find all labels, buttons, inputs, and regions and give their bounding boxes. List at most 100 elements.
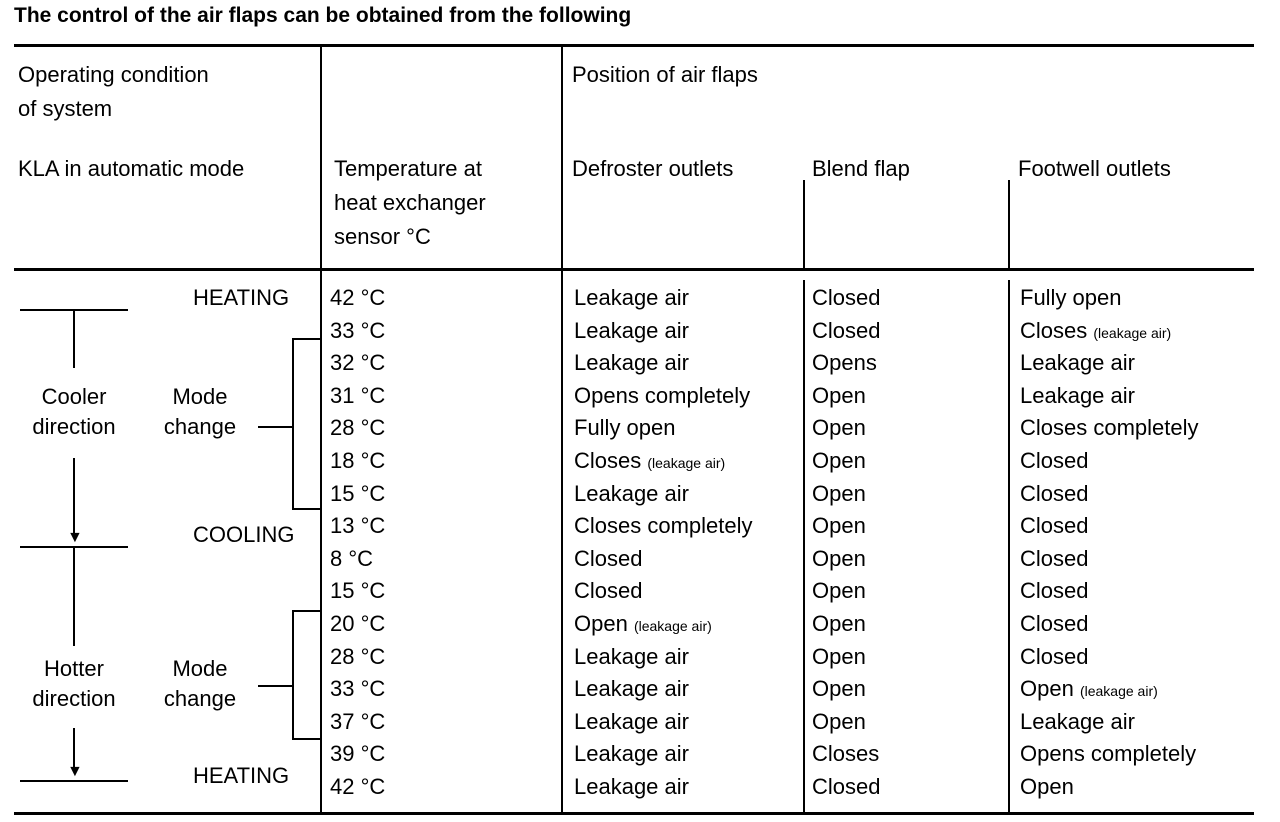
cell-defroster: Leakage air	[574, 643, 689, 671]
cell-blend: Open	[812, 382, 866, 410]
cell-blend-text: Open	[812, 513, 866, 538]
cell-footwell: Closed	[1020, 545, 1088, 573]
heating-bottom-line	[20, 780, 128, 782]
cell-footwell-text: Leakage air	[1020, 709, 1135, 734]
cell-temperature: 42 °C	[330, 773, 385, 801]
cell-temperature-text: 31 °C	[330, 383, 386, 408]
cell-defroster-text: Leakage air	[574, 644, 689, 669]
mode-change-cooler-connector	[258, 426, 294, 428]
mode-change-cooler-label: Mode change	[163, 384, 237, 439]
cell-blend-text: Open	[812, 676, 866, 701]
cell-footwell: Closed	[1020, 512, 1088, 540]
cell-footwell-text: Closed	[1020, 644, 1089, 669]
cell-temperature: 32 °C	[330, 349, 385, 377]
cell-temperature: 15 °C	[330, 577, 385, 605]
divider-footwell	[1008, 280, 1010, 812]
cell-temperature-text: 33 °C	[330, 676, 386, 701]
cell-footwell-text: Open	[1020, 774, 1074, 799]
cell-defroster: Closed	[574, 545, 642, 573]
cell-defroster: Opens completely	[574, 382, 750, 410]
cell-defroster-text: Leakage air	[574, 318, 689, 343]
cell-defroster: Leakage air	[574, 675, 689, 703]
cell-footwell-text: Closed	[1020, 546, 1089, 571]
cooler-arrow-head-icon: ▼	[67, 529, 83, 546]
cell-blend: Open	[812, 512, 866, 540]
cell-footwell: Closes (leakage air)	[1020, 317, 1171, 347]
cell-defroster: Closes (leakage air)	[574, 447, 725, 477]
cell-temperature-text: 39 °C	[330, 741, 386, 766]
cell-temperature-text: 20 °C	[330, 611, 386, 636]
cell-footwell: Open (leakage air)	[1020, 675, 1158, 705]
cell-footwell-text: Leakage air	[1020, 383, 1135, 408]
cell-blend: Open	[812, 414, 866, 442]
cell-footwell-note: (leakage air)	[1079, 683, 1158, 699]
cell-temperature-text: 28 °C	[330, 415, 386, 440]
cell-temperature: 33 °C	[330, 675, 385, 703]
cell-temperature: 20 °C	[330, 610, 385, 638]
header-footwell: Footwell outlets	[1018, 156, 1171, 181]
cell-defroster: Leakage air	[574, 708, 689, 736]
cell-footwell: Leakage air	[1020, 349, 1135, 377]
heating-top-line	[20, 309, 128, 311]
cell-footwell-text: Leakage air	[1020, 350, 1135, 375]
cell-temperature: 33 °C	[330, 317, 385, 345]
cell-defroster: Fully open	[574, 414, 676, 442]
cell-temperature-text: 15 °C	[330, 481, 386, 506]
mode-change-hotter-bracket-bottom	[292, 738, 322, 740]
cell-footwell: Fully open	[1020, 284, 1122, 312]
cell-footwell-text: Closed	[1020, 448, 1089, 473]
cell-temperature: 28 °C	[330, 643, 385, 671]
cell-defroster-text: Opens completely	[574, 383, 751, 408]
mode-change-hotter-bracket-top	[292, 610, 322, 612]
cell-temperature: 15 °C	[330, 480, 385, 508]
cell-temperature-text: 32 °C	[330, 350, 386, 375]
heating-bottom-label: HEATING	[193, 763, 290, 788]
cell-blend-text: Open	[812, 415, 866, 440]
cell-blend-text: Open	[812, 448, 866, 473]
cell-temperature: 8 °C	[330, 545, 373, 573]
cell-blend: Open	[812, 480, 866, 508]
cell-footwell-text: Opens completely	[1020, 741, 1197, 766]
cell-defroster-text: Leakage air	[574, 481, 689, 506]
cell-temperature-text: 8 °C	[330, 546, 374, 571]
cell-footwell-text: Closes completely	[1020, 415, 1199, 440]
cell-defroster-text: Closes completely	[574, 513, 753, 538]
cell-temperature-text: 42 °C	[330, 285, 386, 310]
cell-blend-text: Closed	[812, 285, 881, 310]
cell-defroster: Leakage air	[574, 349, 689, 377]
header-temperature: Temperature at heat exchanger sensor °C	[334, 156, 486, 249]
cooling-label: COOLING	[193, 522, 295, 547]
cell-footwell-text: Closed	[1020, 513, 1089, 538]
cell-temperature: 31 °C	[330, 382, 385, 410]
header-kla-mode: KLA in automatic mode	[18, 156, 245, 181]
cell-footwell: Open	[1020, 773, 1074, 801]
cell-defroster: Leakage air	[574, 480, 689, 508]
header-operating-condition: Operating condition of system	[18, 62, 209, 121]
cell-blend: Open	[812, 675, 866, 703]
cell-footwell-text: Open	[1020, 676, 1074, 701]
mode-change-cooler-bracket	[292, 338, 294, 510]
page-title: The control of the air flaps can be obta…	[14, 4, 632, 27]
cell-blend-text: Open	[812, 383, 866, 408]
cell-blend-text: Open	[812, 611, 866, 636]
hotter-arrow-upper	[73, 548, 75, 646]
cell-footwell: Closed	[1020, 447, 1088, 475]
cell-footwell: Closes completely	[1020, 414, 1199, 442]
cell-defroster-text: Leakage air	[574, 709, 689, 734]
cell-footwell-text: Closed	[1020, 578, 1089, 603]
header-rule	[14, 268, 1254, 271]
cell-temperature: 39 °C	[330, 740, 385, 768]
cell-blend: Open	[812, 610, 866, 638]
cell-blend: Open	[812, 577, 866, 605]
cell-footwell-note: (leakage air)	[1093, 325, 1172, 341]
cell-defroster: Closed	[574, 577, 642, 605]
cell-blend: Closed	[812, 317, 880, 345]
cell-blend-text: Closes	[812, 741, 880, 766]
cell-temperature-text: 13 °C	[330, 513, 386, 538]
mode-change-hotter-bracket	[292, 610, 294, 740]
hotter-direction-label: Hotter direction	[32, 656, 116, 711]
cell-blend-text: Opens	[812, 350, 877, 375]
cell-footwell: Leakage air	[1020, 708, 1135, 736]
cell-defroster-text: Leakage air	[574, 741, 689, 766]
header-blend: Blend flap	[812, 156, 910, 181]
